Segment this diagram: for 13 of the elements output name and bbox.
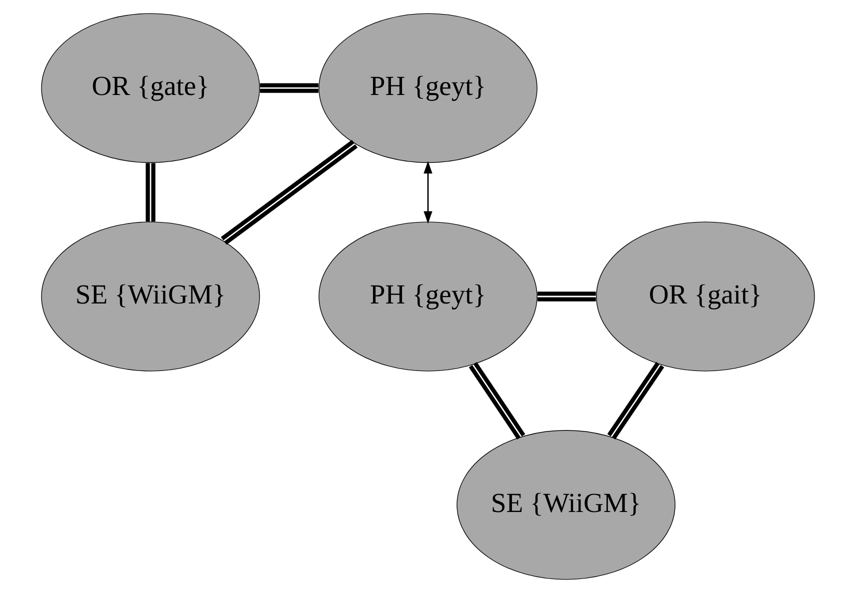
node-ellipse: PH {geyt} xyxy=(318,222,537,372)
connector xyxy=(145,163,155,222)
arrow xyxy=(423,161,432,224)
node-ellipse: OR {gate} xyxy=(40,13,260,163)
connector xyxy=(468,362,525,440)
node-ellipse: SE {WiiGM} xyxy=(456,430,675,580)
node-ellipse: SE {WiiGM} xyxy=(40,222,260,372)
connector xyxy=(260,83,318,93)
node-ellipse: PH {geyt} xyxy=(318,13,537,163)
connector xyxy=(220,140,358,245)
node-ellipse: OR {gait} xyxy=(596,222,814,372)
connector xyxy=(536,292,596,302)
connector xyxy=(606,362,664,440)
